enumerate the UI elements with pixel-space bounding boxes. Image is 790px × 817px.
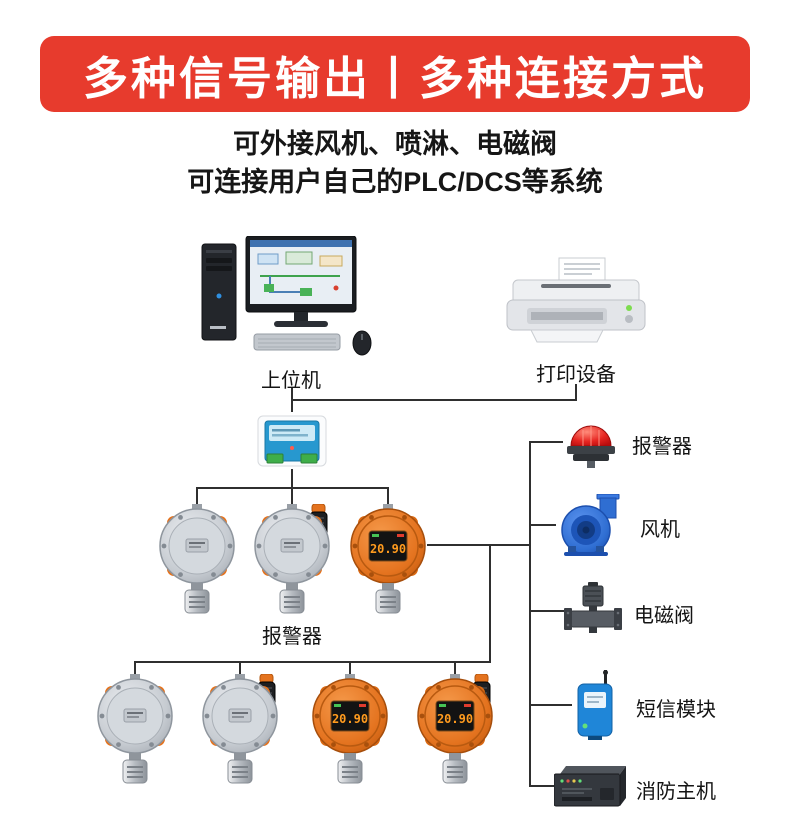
computer-label: 上位机 — [261, 370, 321, 392]
gas-detector-display-icon — [350, 504, 426, 614]
connector-line — [427, 544, 530, 546]
detector-group-label: 报警器 — [262, 626, 322, 648]
connector-line — [530, 441, 563, 443]
connector-line — [530, 704, 572, 706]
connector-line — [291, 469, 293, 488]
banner: 多种信号输出丨多种连接方式 — [40, 36, 750, 112]
gas-detector-icon — [159, 504, 235, 614]
sms-module-label: 短信模块 — [636, 699, 716, 721]
alarm-beacon-icon — [567, 425, 615, 468]
connector-line — [454, 662, 456, 674]
computer-icon — [201, 236, 372, 356]
connector-line — [530, 524, 556, 526]
gas-detector-icon — [97, 674, 173, 784]
connector-line — [134, 662, 136, 674]
connector-line — [575, 384, 577, 401]
printer-icon — [506, 257, 646, 343]
gas-detector-display-with-sensor-icon — [417, 674, 493, 784]
fan-icon — [561, 494, 620, 556]
connector-line — [292, 399, 576, 401]
connector-line — [196, 488, 198, 504]
solenoid-valve-label: 电磁阀 — [634, 605, 694, 627]
sms-module-icon — [577, 670, 613, 740]
connector-line — [387, 488, 389, 504]
connector-line — [349, 662, 351, 674]
signal-converter-icon — [257, 415, 327, 467]
connector-line — [239, 662, 241, 674]
gas-detector-display-icon — [312, 674, 388, 784]
banner-title: 多种信号输出丨多种连接方式 — [82, 52, 707, 104]
printer-label: 打印设备 — [536, 364, 616, 386]
fire-host-icon — [554, 766, 626, 807]
fan-label: 风机 — [640, 519, 680, 541]
subtitle-line2: 可连接用户自己的PLC/DCS等系统 — [187, 167, 603, 197]
alarm-beacon-label: 报警器 — [632, 436, 692, 458]
connector-line — [530, 785, 554, 787]
connector-line — [529, 441, 531, 787]
connector-line — [291, 488, 293, 504]
connector-line — [530, 610, 564, 612]
gas-detector-with-sensor-icon — [254, 504, 330, 614]
connector-line — [134, 661, 491, 663]
gas-detector-with-sensor-icon — [202, 674, 278, 784]
fire-host-label: 消防主机 — [636, 781, 716, 803]
subtitle-line1: 可外接风机、喷淋、电磁阀 — [233, 129, 557, 159]
solenoid-valve-icon — [564, 582, 622, 633]
connector-line — [489, 545, 491, 662]
